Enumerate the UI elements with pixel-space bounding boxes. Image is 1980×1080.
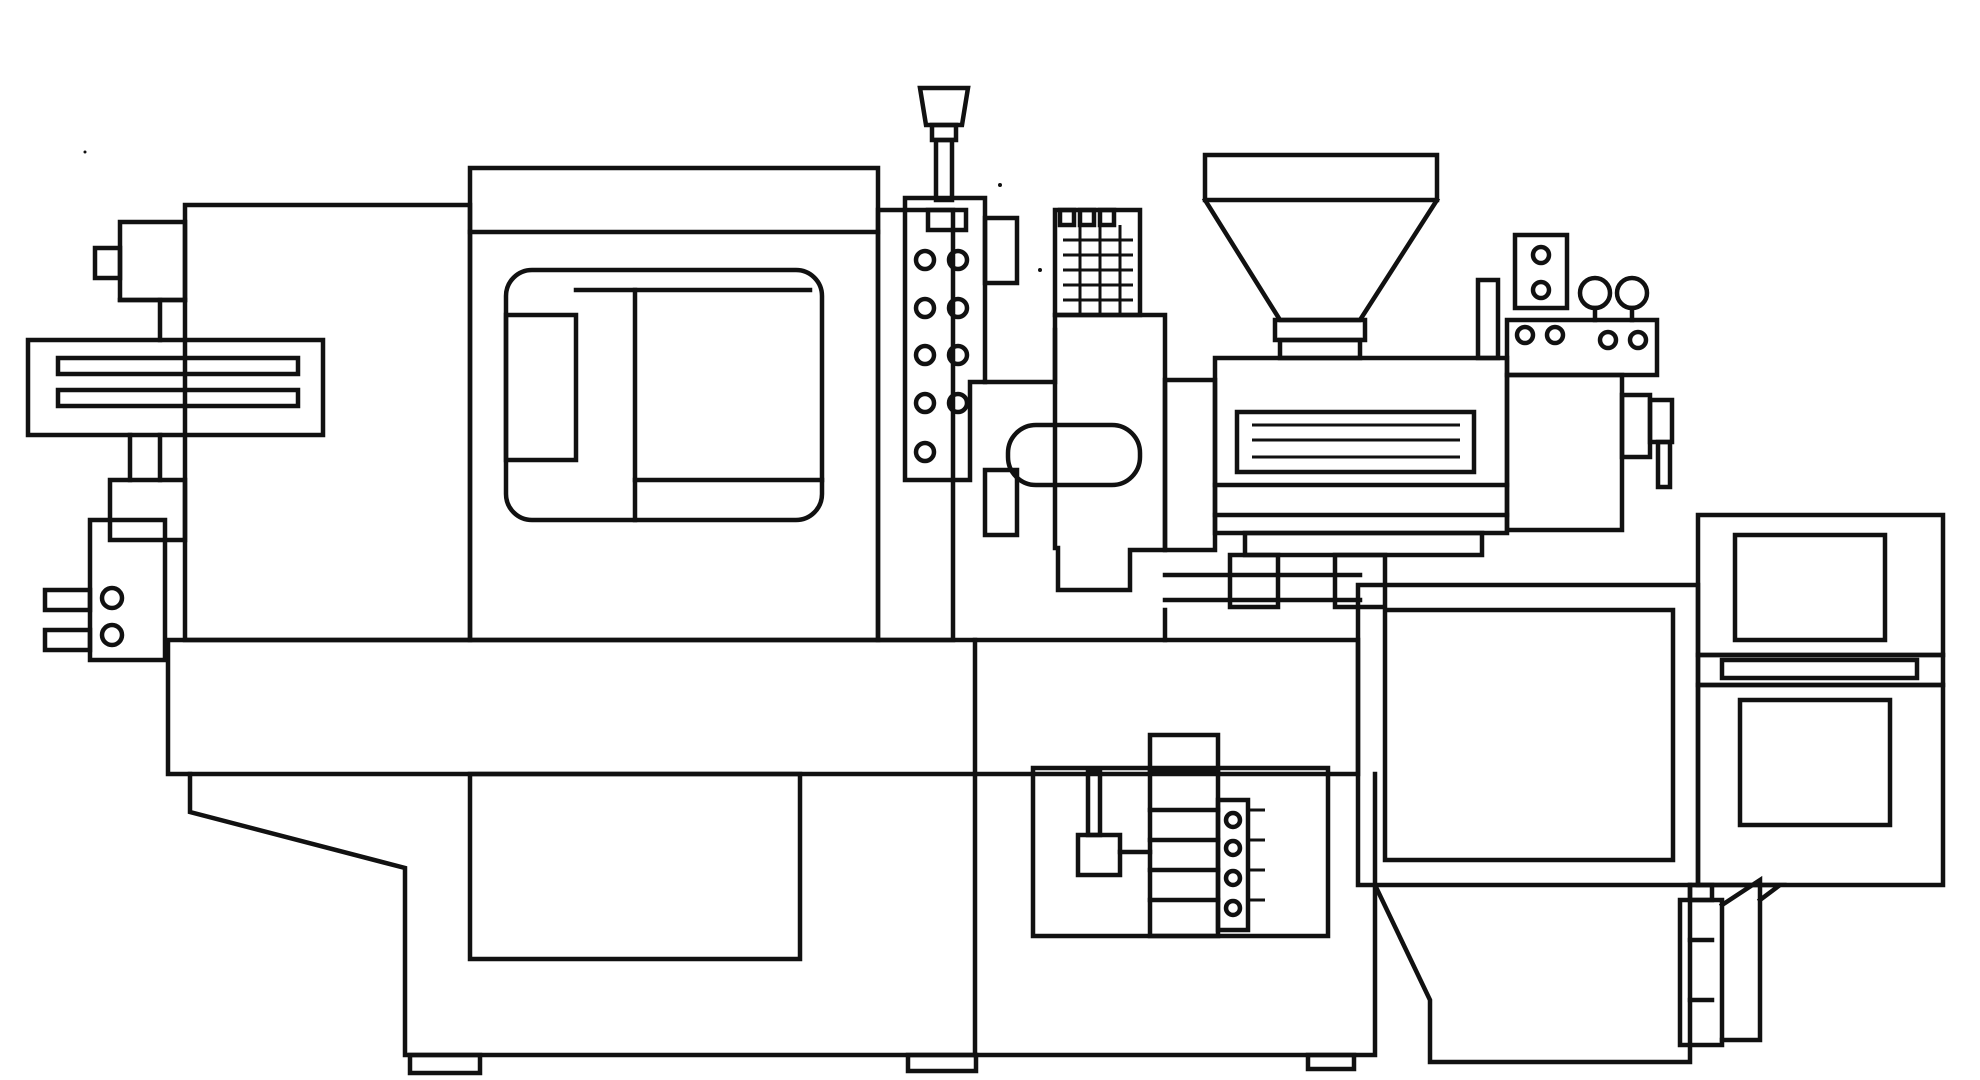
scan-specks (83, 150, 1042, 272)
safety-guard-window (503, 267, 825, 523)
pendant-buttons (913, 248, 970, 464)
injection-drive-motor (1475, 277, 1675, 533)
display-panels (1695, 512, 1946, 904)
nozzle-heater-bands (1005, 207, 1218, 593)
hydraulic-valve-block (1030, 732, 1331, 939)
mold-clamping-unit (467, 165, 956, 643)
injection-barrel (1162, 355, 1510, 643)
clamp-cylinder-assembly (25, 202, 473, 663)
pressure-gauges (1504, 232, 1660, 378)
operator-control-pendant (902, 85, 1058, 538)
material-hopper (1201, 152, 1441, 361)
machine-bed (165, 637, 1378, 1076)
